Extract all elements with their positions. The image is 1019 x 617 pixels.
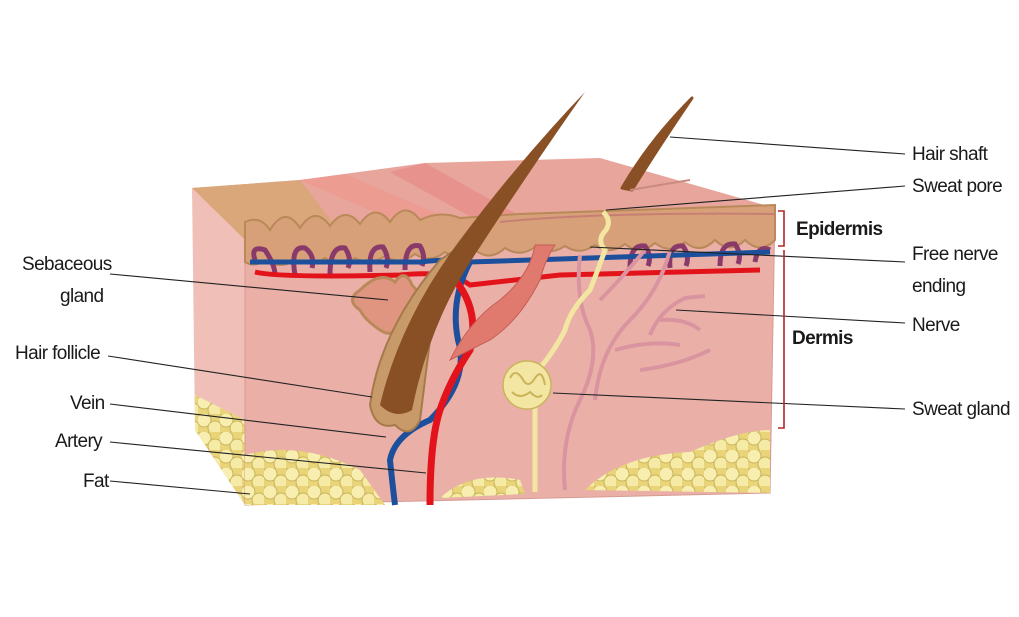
leader-artery	[109, 441, 427, 474]
epidermis-surface-line	[499, 212, 776, 223]
leader-hair-follicle	[107, 355, 373, 398]
sweat-gland	[502, 360, 552, 410]
fat-layer-mid	[440, 477, 525, 498]
label-sweat-pore: Sweat pore	[912, 176, 1002, 197]
epidermis-bracket	[778, 210, 785, 247]
label-sweat-gland: Sweat gland	[912, 399, 1010, 420]
label-free-nerve-ending-2: ending	[912, 276, 965, 297]
label-free-nerve-ending: Free nerve	[912, 244, 998, 265]
label-sebaceous-gland-2: gland	[60, 286, 104, 307]
leader-fat	[109, 480, 251, 495]
label-epidermis: Epidermis	[796, 219, 882, 240]
artery	[426, 277, 477, 506]
leader-hair-shaft	[669, 136, 906, 155]
hair-shaft-2	[620, 96, 694, 192]
hair-shadow	[629, 179, 691, 191]
fat-layer-right	[585, 430, 770, 493]
nerve	[562, 248, 711, 491]
label-vein: Vein	[70, 393, 105, 414]
leader-nerve	[675, 309, 906, 324]
leader-sweat-pore	[605, 185, 906, 211]
label-sebaceous-gland: Sebaceous	[22, 254, 112, 275]
hair-shaft	[380, 92, 585, 414]
label-hair-follicle: Hair follicle	[15, 343, 100, 364]
label-dermis: Dermis	[792, 328, 853, 349]
fat-left-face	[195, 395, 245, 505]
leader-vein	[109, 403, 387, 438]
leader-free-nerve-ending	[589, 246, 906, 263]
fat-layer	[245, 450, 385, 505]
label-hair-shaft: Hair shaft	[912, 144, 989, 165]
label-artery: Artery	[55, 431, 103, 452]
sweat-duct	[532, 210, 611, 492]
arrector-pili-muscle	[448, 244, 556, 362]
label-fat: Fat	[83, 471, 110, 492]
label-nerve: Nerve	[912, 315, 960, 336]
leader-sebaceous-gland	[109, 273, 389, 301]
dermis-bracket	[778, 250, 785, 429]
leader-sweat-gland	[552, 392, 906, 410]
